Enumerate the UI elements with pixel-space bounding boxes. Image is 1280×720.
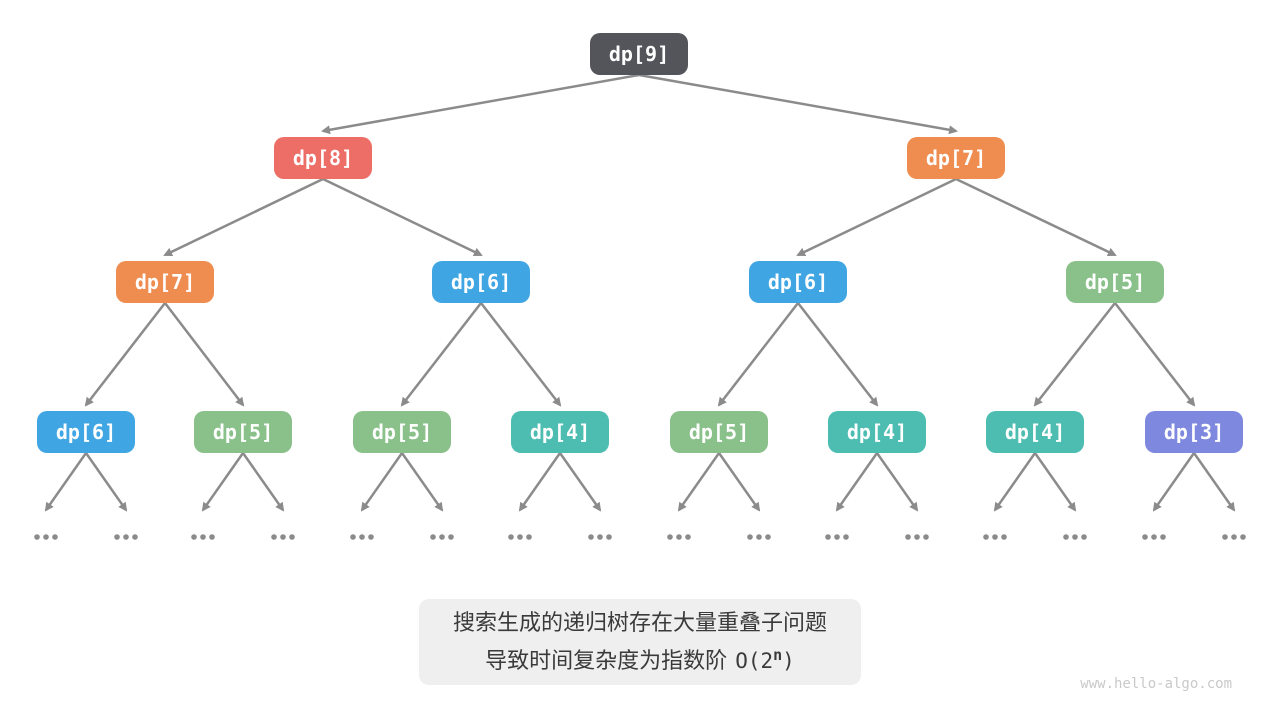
edge-arrow — [321, 73, 640, 135]
node-label: dp[5] — [689, 420, 749, 444]
tree-node: dp[4] — [511, 411, 609, 453]
node-label: dp[7] — [135, 270, 195, 294]
edge-arrow — [164, 302, 245, 407]
node-label: dp[5] — [1085, 270, 1145, 294]
tree-node: dp[5] — [670, 411, 768, 453]
node-label: dp[6] — [768, 270, 828, 294]
edge-arrow — [518, 452, 562, 512]
edge-arrow — [993, 452, 1037, 512]
edge-arrow — [201, 452, 245, 512]
caption-line-1: 搜索生成的递归树存在大量重叠子问题 — [452, 610, 828, 635]
ellipsis — [1142, 534, 1166, 540]
ellipsis — [191, 534, 215, 540]
edge-arrow — [400, 302, 482, 407]
node-label: dp[5] — [372, 420, 432, 444]
node-label: dp[4] — [847, 420, 907, 444]
ellipsis — [588, 534, 612, 540]
edge-arrow — [835, 452, 879, 512]
edge-arrow — [875, 452, 919, 512]
edge-arrow — [558, 452, 602, 512]
formula-open: O(2 — [735, 649, 774, 673]
formula-close: ) — [782, 649, 795, 673]
ellipsis — [667, 534, 691, 540]
node-label: dp[5] — [213, 420, 273, 444]
recursion-tree-canvas: dp[9] dp[8] dp[7] dp[7] dp[6] dp[6] dp[5] dp[6]… — [34, 33, 1246, 540]
ellipsis — [34, 534, 58, 540]
edge-arrow — [796, 177, 957, 257]
edge-arrow — [677, 452, 721, 512]
edge-arrow — [1033, 302, 1116, 407]
ellipsis — [825, 534, 849, 540]
node-label: dp[8] — [293, 146, 353, 170]
edge-arrow — [638, 73, 958, 135]
edge-arrow — [163, 177, 324, 257]
ellipsis — [114, 534, 138, 540]
ellipsis — [508, 534, 532, 540]
tree-node: dp[7] — [116, 261, 214, 303]
ellipsis — [1063, 534, 1087, 540]
ellipsis — [350, 534, 374, 540]
edge-arrow — [84, 302, 166, 407]
ellipsis — [430, 534, 454, 540]
tree-node: dp[5] — [353, 411, 451, 453]
edge-arrow — [717, 452, 761, 512]
tree-node: dp[6] — [432, 261, 530, 303]
edge-arrow — [241, 452, 285, 512]
edge-arrow — [44, 452, 88, 512]
node-label: dp[9] — [609, 42, 669, 66]
tree-node: dp[8] — [274, 137, 372, 179]
edge-arrow — [480, 302, 562, 407]
edge-arrow — [797, 302, 879, 407]
ellipsis — [747, 534, 771, 540]
ellipsis — [271, 534, 295, 540]
tree-node: dp[5] — [194, 411, 292, 453]
node-label: dp[7] — [926, 146, 986, 170]
tree-node: dp[4] — [986, 411, 1084, 453]
tree-node: dp[7] — [907, 137, 1005, 179]
ellipsis — [983, 534, 1007, 540]
ellipsis — [905, 534, 929, 540]
node-label: dp[4] — [530, 420, 590, 444]
edge-arrow — [1152, 452, 1196, 512]
edge-arrow — [84, 452, 128, 512]
caption-line-2-text: 导致时间复杂度为指数阶 — [485, 648, 728, 673]
caption-box: 搜索生成的递归树存在大量重叠子问题 导致时间复杂度为指数阶 O(2n) — [418, 599, 862, 685]
tree-node: dp[3] — [1145, 411, 1243, 453]
node-label: dp[3] — [1164, 420, 1224, 444]
node-label: dp[6] — [451, 270, 511, 294]
tree-node: dp[6] — [749, 261, 847, 303]
edge-arrow — [1114, 302, 1196, 407]
edge-arrow — [322, 177, 483, 257]
ellipsis — [1222, 534, 1246, 540]
edge-arrow — [1033, 452, 1077, 512]
caption-line-2: 导致时间复杂度为指数阶 O(2n) — [453, 639, 827, 678]
tree-node: dp[4] — [828, 411, 926, 453]
edge-arrow — [1192, 452, 1236, 512]
tree-node: dp[9] — [590, 33, 688, 75]
edge-arrow — [955, 177, 1117, 257]
edge-arrow — [360, 452, 404, 512]
edge-arrow — [717, 302, 799, 407]
node-label: dp[6] — [56, 420, 116, 444]
tree-node: dp[6] — [37, 411, 135, 453]
watermark: www.hello-algo.com — [1080, 676, 1232, 692]
complexity-formula: O(2n) — [735, 646, 795, 673]
formula-exponent: n — [773, 646, 783, 664]
edge-arrow — [400, 452, 444, 512]
tree-node: dp[5] — [1066, 261, 1164, 303]
node-label: dp[4] — [1005, 420, 1065, 444]
